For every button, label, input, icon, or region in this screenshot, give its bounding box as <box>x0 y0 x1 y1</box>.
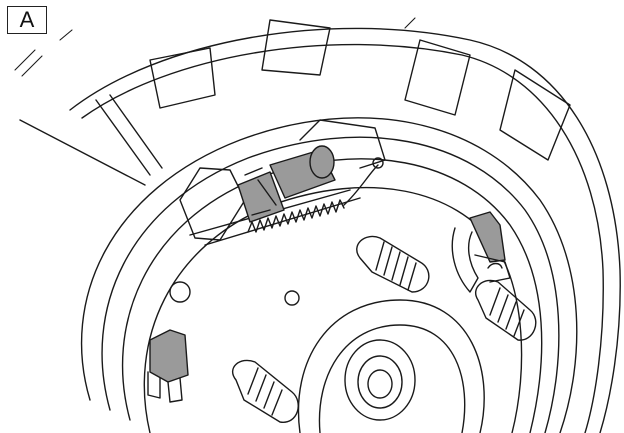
panel-label: A <box>7 6 47 34</box>
wheel-hub <box>169 281 485 433</box>
return-spring <box>247 157 384 233</box>
wheel-stud-upper <box>356 235 430 293</box>
wheel-stud-lower <box>231 359 299 423</box>
backing-plate <box>19 19 621 433</box>
shoe-retainer-clip-right <box>451 211 511 293</box>
wheel-cylinder <box>237 145 336 223</box>
hatch-marks <box>14 17 416 77</box>
wheel-stud-right <box>475 279 537 341</box>
shoe-retainer-clip-left <box>147 329 189 403</box>
